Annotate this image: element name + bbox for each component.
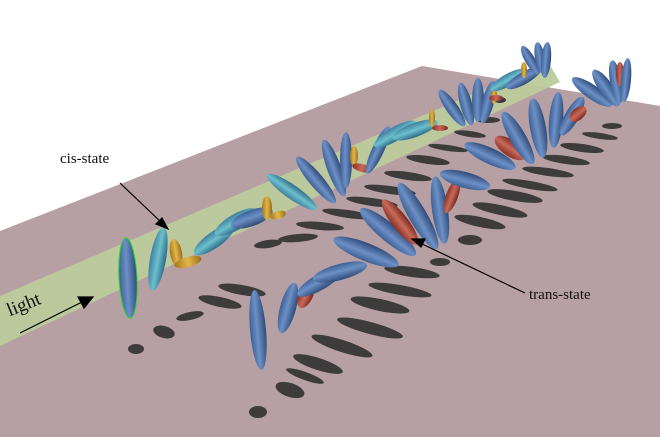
trans-molecules [249,58,632,370]
light-arrow-line [19,301,83,334]
annotation-arrows [19,182,526,334]
cis-arrow-line [119,182,164,225]
cis-arrow-head-icon [154,217,170,231]
trans-arrow-head-icon [410,238,426,248]
trans-arrow-line [419,242,526,294]
cis-state-label: cis-state [60,151,110,167]
trans-state-label: trans-state [529,287,591,303]
cis-molecules [118,42,552,319]
light-arrow-head-icon [76,296,95,310]
